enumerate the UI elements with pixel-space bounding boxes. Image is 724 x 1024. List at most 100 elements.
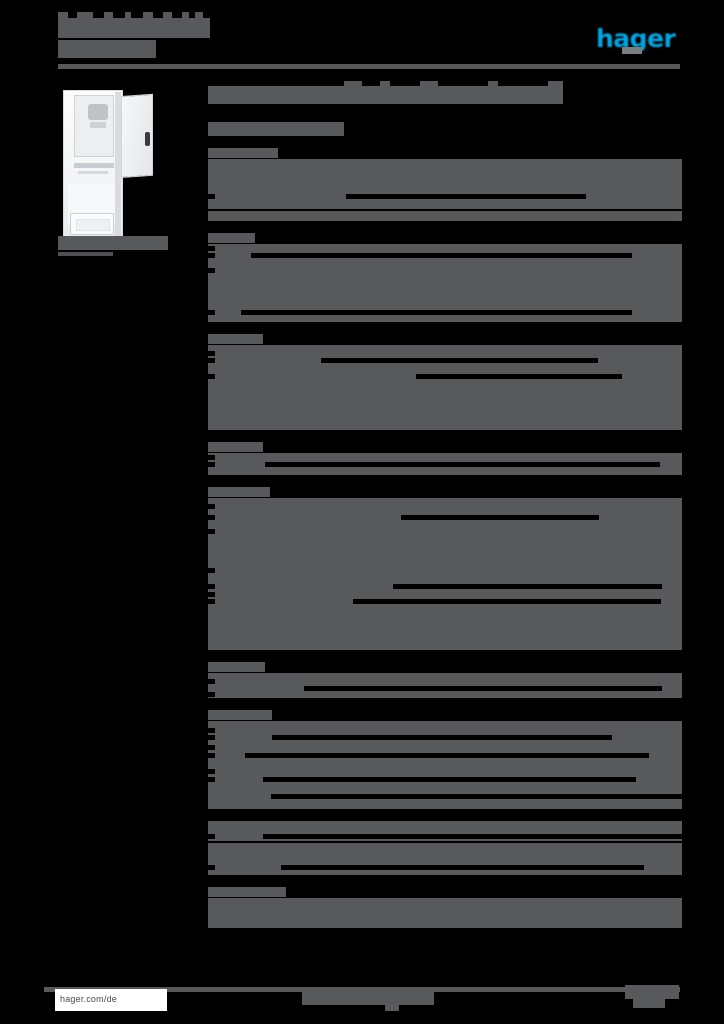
footer-url-text: hager.com/de bbox=[60, 994, 117, 1004]
title-ascender-5 bbox=[143, 12, 153, 19]
cabinet-coil-icon bbox=[88, 104, 108, 120]
spec-section bbox=[208, 148, 682, 221]
spec-value-gap bbox=[265, 462, 660, 467]
spec-label-notch bbox=[208, 504, 215, 509]
spec-value-gap bbox=[272, 735, 612, 740]
spec-section-header-redacted bbox=[208, 334, 263, 344]
spec-section bbox=[208, 821, 682, 875]
cabinet-coil-secondary-icon bbox=[90, 122, 106, 128]
spec-value-gap bbox=[245, 753, 649, 758]
spec-label-notch bbox=[208, 735, 215, 740]
cabinet-edge-icon bbox=[115, 92, 121, 250]
spec-label-notch bbox=[208, 268, 215, 273]
spec-section bbox=[208, 710, 682, 809]
main-content bbox=[208, 81, 682, 928]
spec-label-notch bbox=[208, 515, 215, 520]
product-figure bbox=[55, 88, 175, 263]
spec-row bbox=[208, 843, 682, 875]
spec-value-gap bbox=[281, 865, 644, 870]
footer-url-box[interactable]: hager.com/de bbox=[55, 989, 167, 1011]
title-ascender-7 bbox=[182, 12, 189, 19]
spec-section bbox=[208, 334, 682, 430]
spec-row bbox=[208, 721, 682, 809]
spec-label-notch bbox=[208, 728, 215, 733]
cabinet-upper-compartment-icon bbox=[74, 95, 114, 157]
footer-center-descender-redacted bbox=[385, 1005, 399, 1011]
spec-value-gap bbox=[401, 515, 599, 520]
spec-value-gap bbox=[241, 310, 632, 315]
title-ascender-2 bbox=[77, 12, 93, 19]
document-header: hager bbox=[0, 0, 724, 78]
spec-row bbox=[208, 159, 682, 209]
hager-logo[interactable]: hager bbox=[596, 26, 680, 54]
spec-value-gap bbox=[416, 374, 622, 379]
document-title-redacted bbox=[58, 18, 210, 38]
footer-page-number-line2-redacted bbox=[633, 999, 665, 1008]
title-ascender-1 bbox=[58, 12, 68, 19]
spec-row bbox=[208, 211, 682, 221]
spec-label-notch bbox=[208, 599, 215, 604]
spec-value-gap bbox=[263, 777, 636, 782]
spec-section-header-redacted bbox=[208, 710, 272, 720]
spec-label-notch bbox=[208, 584, 215, 589]
title-ascender-6 bbox=[163, 12, 172, 19]
spec-row bbox=[208, 673, 682, 698]
spec-label-notch bbox=[208, 358, 215, 363]
spec-row bbox=[208, 453, 682, 475]
spec-section bbox=[208, 487, 682, 650]
spec-section-header-redacted bbox=[208, 487, 270, 497]
spec-label-notch bbox=[208, 455, 215, 460]
title-ascender-4 bbox=[125, 12, 131, 19]
page-subtitle-redacted bbox=[208, 122, 344, 136]
spec-section bbox=[208, 887, 682, 928]
page-title-redacted bbox=[208, 81, 563, 104]
spec-label-notch bbox=[208, 745, 215, 750]
spec-label-notch bbox=[208, 865, 215, 870]
figure-caption-redacted bbox=[58, 236, 168, 250]
spec-value-gap bbox=[353, 599, 661, 604]
spec-label-notch bbox=[208, 246, 215, 251]
title-ascender-3 bbox=[104, 12, 113, 19]
spec-label-notch bbox=[208, 777, 215, 782]
cabinet-rail-secondary-icon bbox=[78, 171, 108, 174]
spec-label-notch bbox=[208, 310, 215, 315]
cabinet-handle-icon bbox=[145, 132, 150, 146]
spec-value-gap bbox=[304, 686, 662, 691]
footer-center-ascender-redacted bbox=[356, 987, 386, 993]
spec-label-notch bbox=[208, 769, 215, 774]
spec-value-gap bbox=[271, 794, 682, 799]
title-ascender-8 bbox=[195, 12, 203, 19]
spec-label-notch bbox=[208, 592, 215, 597]
spec-label-notch bbox=[208, 692, 215, 697]
spec-row bbox=[208, 244, 682, 322]
spec-section-header-redacted bbox=[208, 233, 255, 243]
spec-label-notch bbox=[208, 462, 215, 467]
header-divider bbox=[58, 64, 680, 69]
spec-section-header-redacted bbox=[208, 442, 263, 452]
spec-row bbox=[208, 345, 682, 430]
spec-label-notch bbox=[208, 374, 215, 379]
spec-value-gap bbox=[321, 358, 598, 363]
spec-section bbox=[208, 233, 682, 322]
spec-label-notch bbox=[208, 753, 215, 758]
spec-value-gap bbox=[346, 194, 586, 199]
spec-row bbox=[208, 498, 682, 650]
cabinet-rail-icon bbox=[74, 163, 114, 168]
spec-value-gap bbox=[393, 584, 662, 589]
spec-section bbox=[208, 442, 682, 475]
document-subtitle-redacted bbox=[58, 40, 156, 58]
footer-center-redacted bbox=[302, 992, 434, 1005]
spec-label-notch bbox=[208, 568, 215, 573]
spec-row bbox=[208, 821, 682, 841]
spec-label-notch bbox=[208, 351, 215, 356]
spec-row bbox=[208, 898, 682, 928]
spec-value-gap bbox=[263, 834, 682, 839]
spec-sections bbox=[208, 148, 682, 928]
figure-caption-line2-redacted bbox=[58, 252, 113, 256]
spec-section-header-redacted bbox=[208, 662, 265, 672]
spec-label-notch bbox=[208, 253, 215, 258]
spec-section-header-redacted bbox=[208, 887, 286, 897]
spec-label-notch bbox=[208, 529, 215, 534]
spec-label-notch bbox=[208, 194, 215, 199]
spec-label-notch bbox=[208, 834, 215, 839]
